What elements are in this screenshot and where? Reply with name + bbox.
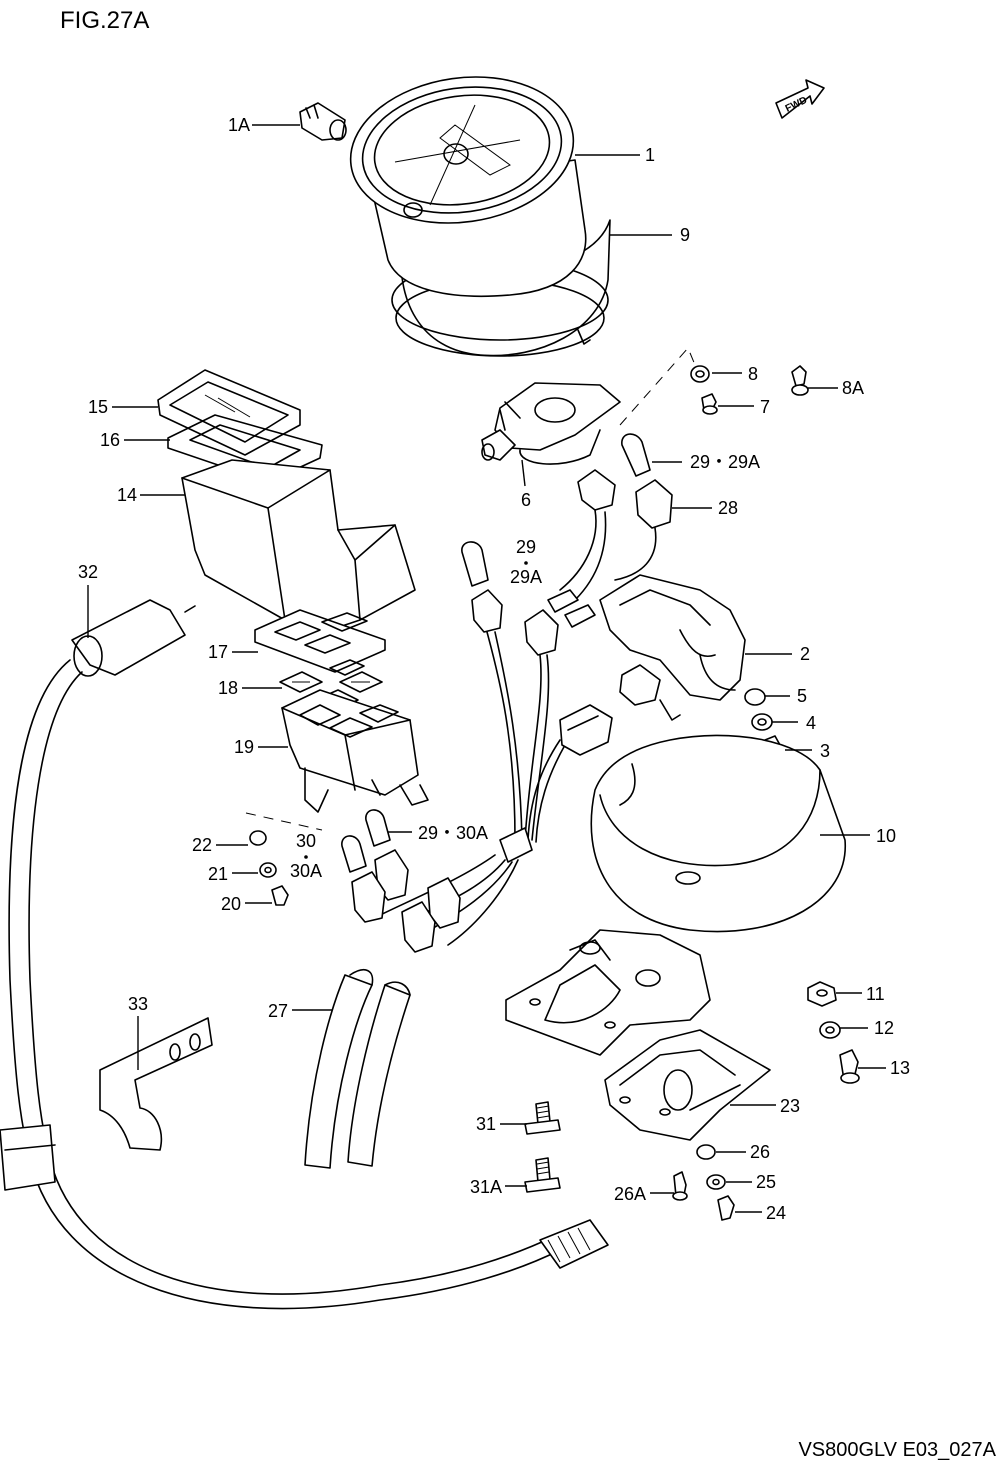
callout-separator-dot xyxy=(524,561,528,565)
wiring-harness-part xyxy=(369,509,657,946)
callout-32: 32 xyxy=(78,562,98,582)
callout-12: 12 xyxy=(874,1018,894,1038)
bolt-31-part xyxy=(524,1101,561,1135)
callout-24: 24 xyxy=(766,1203,786,1223)
callout-8: 8 xyxy=(748,364,758,384)
callout-6: 6 xyxy=(521,490,531,510)
callout-27: 27 xyxy=(268,1001,288,1021)
callout-2: 2 xyxy=(800,644,810,664)
callout-3: 3 xyxy=(820,741,830,761)
washer-21-part xyxy=(259,862,277,878)
indicator-housing-14-part xyxy=(181,459,416,641)
callout-20: 20 xyxy=(221,894,241,914)
bracket-6-part xyxy=(481,382,621,465)
bulb-30-30a-part xyxy=(341,835,367,873)
bulb-29-mid-part xyxy=(461,541,489,587)
washer-5-part xyxy=(744,688,766,706)
callout-25: 25 xyxy=(756,1172,776,1192)
washer-26-part xyxy=(696,1144,716,1160)
harness-tube-27-part xyxy=(304,969,411,1169)
bulb-29-30a-part xyxy=(365,809,391,847)
bolt-31a-part xyxy=(524,1157,561,1193)
callout-1: 1 xyxy=(645,145,655,165)
socket-pair-mid-part xyxy=(471,589,559,656)
figure-footer: VS800GLV E03_027A xyxy=(798,1439,996,1461)
fwd-arrow-icon: FWD xyxy=(775,79,825,119)
screw-7-part xyxy=(701,393,718,415)
callout-29-mid: 29 xyxy=(516,537,536,557)
indicator-cover-15-part xyxy=(157,369,301,456)
lower-sockets-part xyxy=(351,849,461,953)
callout-17: 17 xyxy=(208,642,228,662)
bolt-13-part xyxy=(839,1049,860,1084)
bulb-29-29a-top-part xyxy=(621,433,651,477)
nut-22-part xyxy=(249,830,267,846)
callout-5: 5 xyxy=(797,686,807,706)
screw-24-part xyxy=(717,1195,735,1221)
screw-8a-part xyxy=(791,365,809,396)
lens-17-part xyxy=(254,609,386,673)
meter-case-10-part xyxy=(505,734,846,1056)
bulb-socket-1a-part xyxy=(299,102,347,141)
callout-29-29a-top: 29・29A xyxy=(690,452,760,472)
screw-26a-part xyxy=(672,1171,688,1201)
speedometer-part xyxy=(349,76,611,357)
callout-29-30a: 29・30A xyxy=(418,823,488,843)
callout-21: 21 xyxy=(208,864,228,884)
callout-28: 28 xyxy=(718,498,738,518)
cable-bracket-33-part xyxy=(99,1017,213,1151)
callout-16: 16 xyxy=(100,430,120,450)
callout-labels: 1A 1 9 8 8A 7 15 16 14 6 29・29A 28 29 29… xyxy=(78,115,910,1223)
callout-31: 31 xyxy=(476,1114,496,1134)
callout-8a: 8A xyxy=(842,378,864,398)
cover-2-part xyxy=(599,574,746,721)
grommet-4-part xyxy=(751,713,773,731)
callout-31a: 31A xyxy=(470,1177,502,1197)
washer-12-part xyxy=(819,1021,841,1039)
callout-1a: 1A xyxy=(228,115,250,135)
callout-26: 26 xyxy=(750,1142,770,1162)
callout-22: 22 xyxy=(192,835,212,855)
callout-4: 4 xyxy=(806,713,816,733)
socket-28-part xyxy=(577,469,673,529)
guide-line-22 xyxy=(245,812,323,831)
callout-30: 30 xyxy=(296,831,316,851)
callout-29a-mid: 29A xyxy=(510,567,542,587)
callout-11: 11 xyxy=(866,984,885,1004)
callout-10: 10 xyxy=(876,826,896,846)
callout-15: 15 xyxy=(88,397,108,417)
speedometer-cable-32-part xyxy=(0,599,609,1310)
socket-holder-19-part xyxy=(281,689,429,813)
callout-33: 33 xyxy=(128,994,148,1014)
callout-14: 14 xyxy=(117,485,137,505)
callout-7: 7 xyxy=(760,397,770,417)
callout-26a: 26A xyxy=(614,1184,646,1204)
nut-8-part xyxy=(690,365,710,383)
lower-bracket-23-part xyxy=(604,1029,771,1141)
callout-13: 13 xyxy=(890,1058,910,1078)
leader-lines xyxy=(87,124,886,1213)
guide-line-8 xyxy=(619,347,696,426)
callout-23: 23 xyxy=(780,1096,800,1116)
callout-9: 9 xyxy=(680,225,690,245)
callout-19: 19 xyxy=(234,737,254,757)
gasket-16-part xyxy=(167,414,323,483)
callout-30a: 30A xyxy=(290,861,322,881)
callout-18: 18 xyxy=(218,678,238,698)
washer-25-part xyxy=(706,1174,726,1190)
screw-20-part xyxy=(271,885,289,906)
figure-title: FIG.27A xyxy=(60,7,149,34)
callout-separator-dot xyxy=(304,855,308,859)
nut-11-part xyxy=(807,981,837,1007)
